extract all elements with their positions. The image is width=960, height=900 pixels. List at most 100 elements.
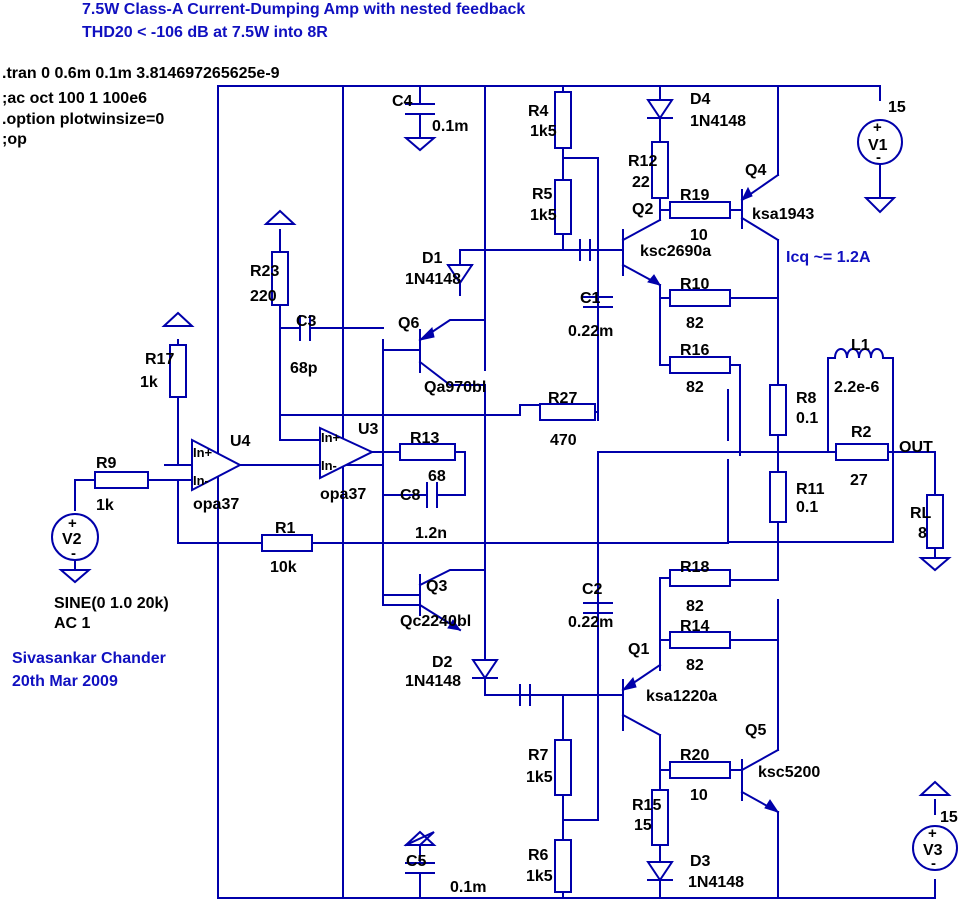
resistor-r15[interactable]	[651, 789, 669, 846]
resistor-r14[interactable]	[669, 631, 731, 649]
resistors[interactable]	[94, 91, 944, 893]
label-r9-name: R9	[96, 455, 117, 472]
opamp-u4[interactable]	[191, 438, 243, 492]
label-r14-name: R14	[680, 618, 709, 635]
resistor-r12[interactable]	[651, 141, 669, 199]
label-r5-name: R5	[532, 186, 553, 203]
label-c1-value: 0.22m	[568, 323, 613, 340]
capacitor-c2[interactable]	[583, 602, 613, 614]
label-r18-value: 82	[686, 598, 704, 615]
diode-d2[interactable]	[471, 659, 499, 680]
spice-directive-tran: .tran 0 0.6m 0.1m 3.814697265625e-9	[2, 65, 280, 82]
label-r12-name: R12	[628, 153, 657, 170]
resistor-r13[interactable]	[399, 443, 456, 461]
capacitor-c8[interactable]	[419, 482, 443, 508]
net-label-out: OUT	[899, 439, 933, 456]
label-l1-value: 2.2e-6	[834, 379, 879, 396]
label-r10-value: 82	[686, 315, 704, 332]
v3-label: V3	[923, 842, 943, 859]
label-r4-value: 1k5	[530, 123, 557, 140]
author-name: Sivasankar Chander	[12, 650, 166, 667]
label-r23-value: 220	[250, 288, 277, 305]
resistor-r1[interactable]	[261, 534, 313, 552]
spice-directive-ac: ;ac oct 100 1 100e6	[2, 90, 147, 107]
label-c5-value: 0.1m	[450, 879, 486, 896]
voltage-source-v2[interactable]	[51, 513, 99, 561]
label-r20-value: 10	[690, 787, 708, 804]
diodes[interactable]	[446, 99, 674, 882]
label-u3-name: U3	[358, 421, 379, 438]
label-r2-value: 27	[850, 472, 868, 489]
v3-minus-sign: -	[931, 855, 936, 872]
label-r14-value: 82	[686, 657, 704, 674]
resistor-r8[interactable]	[769, 384, 787, 436]
label-d2-name: D2	[432, 654, 453, 671]
diode-d1[interactable]	[446, 264, 474, 285]
capacitors[interactable]	[294, 103, 613, 899]
resistor-r27[interactable]	[539, 403, 596, 421]
label-r1-name: R1	[275, 520, 296, 537]
wires	[74, 85, 936, 899]
label-r4-name: R4	[528, 103, 549, 120]
label-c8-value: 1.2n	[415, 525, 447, 542]
label-r13-name: R13	[410, 430, 439, 447]
label-q5-value: ksc5200	[758, 764, 820, 781]
label-r11-value: 0.1	[796, 499, 818, 516]
v2-ac-value: AC 1	[54, 615, 91, 632]
label-r10-name: R10	[680, 276, 709, 293]
resistor-r23[interactable]	[271, 251, 289, 306]
u3-pin-in-plus: In+	[321, 430, 341, 445]
spice-directive-option: .option plotwinsize=0	[2, 111, 164, 128]
label-r20-name: R20	[680, 747, 709, 764]
label-d3-name: D3	[690, 853, 711, 870]
label-r19-name: R19	[680, 187, 709, 204]
resistor-r6[interactable]	[554, 839, 572, 893]
spice-directive-op: ;op	[2, 131, 27, 148]
label-r8-name: R8	[796, 390, 817, 407]
label-r17-name: R17	[145, 351, 174, 368]
label-c2-value: 0.22m	[568, 614, 613, 631]
label-q5-name: Q5	[745, 722, 766, 739]
v1-plus-sign: +	[873, 119, 882, 136]
capacitor-c5[interactable]	[405, 844, 435, 899]
capacitor-c3[interactable]	[294, 315, 319, 341]
label-d1-name: D1	[422, 250, 443, 267]
author-date: 20th Mar 2009	[12, 673, 118, 690]
label-r7-name: R7	[528, 747, 549, 764]
label-q2-name: Q2	[632, 201, 653, 218]
resistor-r20[interactable]	[669, 761, 731, 779]
v2-value: SINE(0 1.0 20k)	[54, 595, 169, 612]
capacitor-c1[interactable]	[583, 296, 613, 308]
resistor-r19[interactable]	[669, 201, 731, 219]
inductor-l1[interactable]	[833, 348, 885, 360]
resistor-r2[interactable]	[835, 443, 889, 461]
label-r11-name: R11	[796, 481, 825, 498]
resistor-r10[interactable]	[669, 289, 731, 307]
resistor-r5[interactable]	[554, 179, 572, 235]
opamp-u3[interactable]	[319, 426, 375, 480]
resistor-r11[interactable]	[769, 471, 787, 523]
label-q2-value: ksc2690a	[640, 243, 711, 260]
resistor-r17[interactable]	[169, 344, 187, 398]
voltage-source-v1[interactable]	[857, 119, 903, 165]
resistor-r9[interactable]	[94, 471, 149, 489]
resistor-r18[interactable]	[669, 569, 731, 587]
resistor-r16[interactable]	[669, 356, 731, 374]
label-r13-value: 68	[428, 468, 446, 485]
resistor-r4[interactable]	[554, 91, 572, 149]
resistor-rl[interactable]	[926, 494, 944, 549]
voltage-source-v3[interactable]	[912, 825, 958, 871]
v1-label: V1	[868, 137, 888, 154]
label-r15-value: 15	[634, 817, 652, 834]
u3-pin-in-minus: In-	[321, 458, 337, 473]
diode-d3[interactable]	[646, 861, 674, 882]
capacitor-c4[interactable]	[405, 103, 435, 123]
label-c4-name: C4	[392, 93, 413, 110]
label-r6-name: R6	[528, 847, 549, 864]
label-c3-name: C3	[296, 313, 317, 330]
diode-d4[interactable]	[646, 99, 674, 120]
label-r7-value: 1k5	[526, 769, 553, 786]
resistor-r7[interactable]	[554, 739, 572, 796]
label-d1-value: 1N4148	[405, 271, 461, 288]
label-r16-value: 82	[686, 379, 704, 396]
